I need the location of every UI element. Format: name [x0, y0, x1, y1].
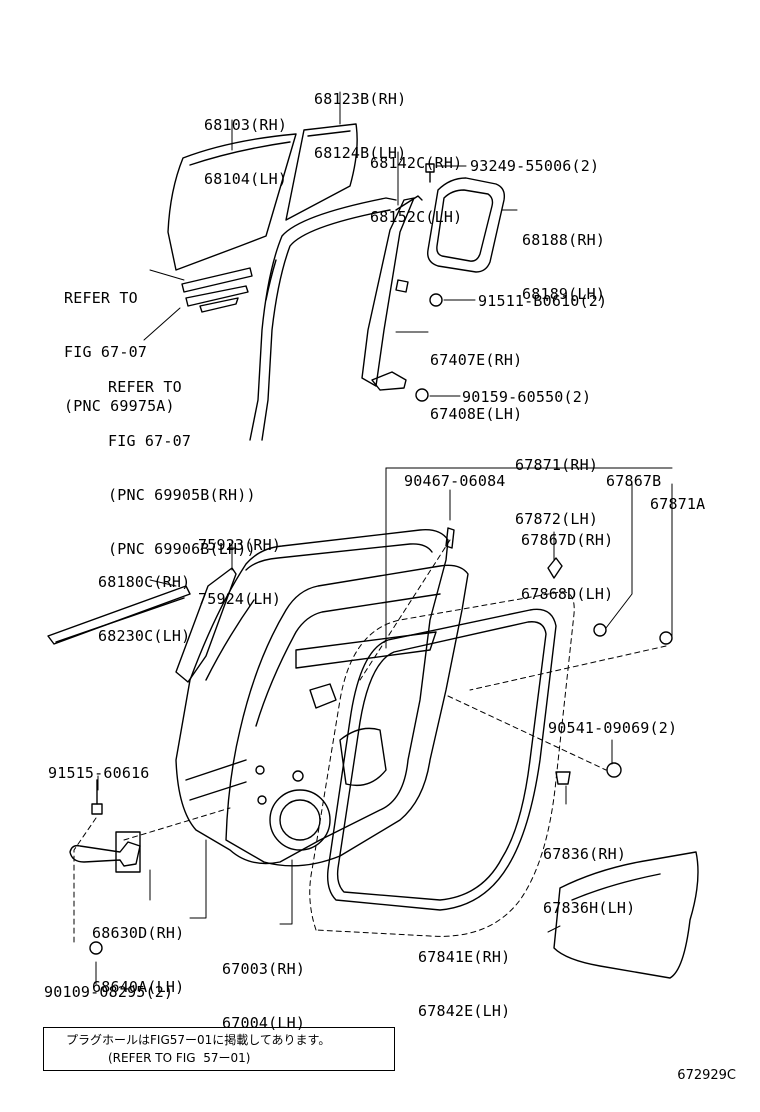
label-quarter-weatherstrip: 68188(RH) 68189(LH)	[522, 231, 606, 303]
leader-lines-lower	[95, 467, 673, 985]
belt-weatherstrip-outer	[181, 267, 253, 313]
door-opening-weatherstrip	[326, 608, 557, 911]
label-door-glass: 68103(RH) 68104(LH)	[204, 116, 288, 188]
label-seal-67871a: 67871A	[650, 495, 706, 513]
reference-note: プラグホールはFIG57ー01に掲載してあります。 (REFER TO FIG …	[43, 1027, 395, 1071]
door-inner-panel	[225, 564, 469, 867]
label-bolt-91511: 91511-B0610(2)	[478, 292, 608, 310]
pillar-garnish	[175, 567, 237, 683]
bolt-icons-top	[415, 163, 443, 402]
quarter-weatherstrip	[427, 177, 506, 273]
label-bolt-90109: 90109-08295(2)	[44, 983, 174, 1001]
reference-note-japanese: プラグホールはFIG57ー01に掲載してあります。	[66, 1033, 331, 1047]
label-door-seal: 67871(RH) 67872(LH)	[515, 456, 599, 528]
reference-note-english: (REFER TO FIG 57ー01)	[108, 1051, 251, 1065]
label-division-bar: 67407E(RH) 67408E(LH)	[430, 351, 523, 423]
leader-lines-top	[143, 91, 518, 397]
label-seal-67836: 67836(RH) 67836H(LH)	[543, 845, 636, 917]
label-refer-1: REFER TO FIG 67-07 (PNC 69975A)	[64, 289, 175, 415]
label-garnish: 75923(RH) 75924(LH)	[198, 536, 282, 608]
belt-weatherstrip-left	[47, 585, 191, 645]
label-quarter-glass: 68123B(RH) 68124B(LH)	[314, 90, 407, 162]
label-run-channel: 68142C(RH) 68152C(LH)	[370, 154, 463, 226]
figure-id: 672929C	[677, 1068, 736, 1083]
label-clip-90467: 90467-06084	[404, 472, 506, 490]
label-clip-67867b: 67867B	[606, 472, 662, 490]
label-bolt-91515: 91515-60616	[48, 764, 150, 782]
label-hole-cover: 67841E(RH) 67842E(LH)	[418, 948, 511, 1020]
door-check	[69, 831, 141, 873]
label-bolt-93249: 93249-55006(2)	[470, 157, 600, 175]
dashed-leaders	[73, 539, 667, 943]
label-door-check: 68630D(RH) 68640A(LH)	[92, 924, 185, 996]
service-hole-cover	[553, 851, 699, 979]
glass-run-channel	[249, 197, 397, 441]
door-frame-dashed-outline	[309, 591, 575, 937]
door-outer-panel	[175, 529, 449, 865]
label-refer-2: REFER TO FIG 67-07 (PNC 69905B(RH)) (PNC…	[108, 378, 256, 558]
label-belt-weatherstrip: 68180C(RH) 68230C(LH)	[98, 573, 191, 645]
door-glass	[167, 133, 297, 271]
label-bolt-90159: 90159-60550(2)	[462, 388, 592, 406]
fastener-icons-lower	[89, 527, 673, 955]
label-clip-67867d: 67867D(RH) 67868D(LH)	[521, 531, 614, 603]
label-clip-90541: 90541-09069(2)	[548, 719, 678, 737]
quarter-glass	[285, 123, 358, 221]
division-bar	[361, 195, 423, 391]
